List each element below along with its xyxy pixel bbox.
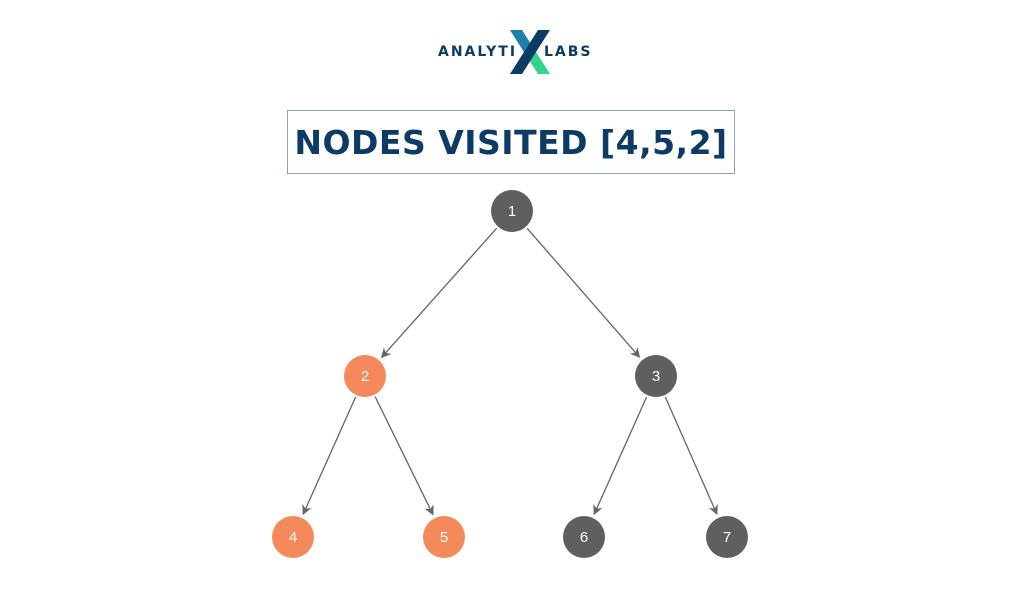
node-6: 6 [563,516,605,558]
edges-layer [302,227,718,516]
edge-3-6 [593,396,648,516]
edge-3-7 [664,396,718,516]
node-circle-4 [272,516,314,558]
edge-1-2 [380,227,498,359]
node-7: 7 [706,516,748,558]
edge-2-4 [302,396,357,516]
page-title: NODES VISITED [4,5,2] [294,122,728,162]
edge-1-3 [526,227,641,358]
node-circle-1 [491,190,533,232]
node-4: 4 [272,516,314,558]
node-circle-3 [635,355,677,397]
node-5: 5 [423,516,465,558]
node-circle-7 [706,516,748,558]
node-label-7: 7 [723,529,731,546]
title-box: NODES VISITED [4,5,2] [287,110,735,174]
logo-text-left: ANALYTI [438,44,518,60]
node-circle-5 [423,516,465,558]
node-2: 2 [344,355,386,397]
edge-2-5 [374,396,434,516]
node-label-2: 2 [361,368,369,385]
node-label-6: 6 [580,529,588,546]
nodes-layer: 1 2 3 4 5 6 7 [272,190,748,558]
node-3: 3 [635,355,677,397]
node-circle-6 [563,516,605,558]
node-label-1: 1 [508,203,516,220]
logo-text-right: LABS [544,44,593,60]
node-circle-2 [344,355,386,397]
node-label-5: 5 [440,529,448,546]
node-label-4: 4 [289,529,297,546]
analytixlabs-logo: ANALYTI LABS [430,28,600,76]
x-logo-icon [510,30,550,74]
node-1: 1 [491,190,533,232]
node-label-3: 3 [652,368,660,385]
